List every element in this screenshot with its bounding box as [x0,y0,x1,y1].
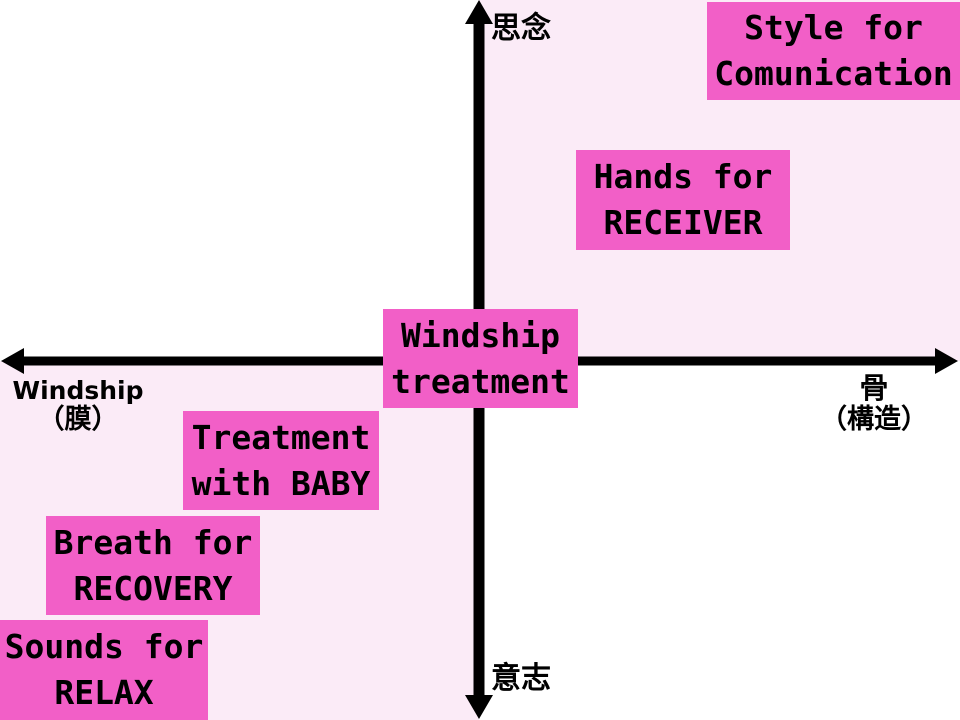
axis-label-left-line1: Windship [12,376,144,405]
axis-label-left-line2: （膜） [37,404,119,435]
box-windship-treatment: Windship treatment [383,309,578,408]
box-text-line: Hands for [593,157,773,196]
box-breath-for-recovery: Breath for RECOVERY [46,516,260,615]
box-text-line: Treatment [191,417,371,457]
box-sounds-for-relax: Sounds for RELAX [0,620,208,720]
axis-label-bottom: 意志 [491,661,551,696]
axis-label-left: Windship （膜） [8,376,148,434]
box-text-line: Windship [401,315,560,355]
box-text-line: RECOVERY [73,568,233,608]
horizontal-axis-arrowhead-right [935,348,958,374]
axis-label-right-line2: （構造） [820,404,928,435]
box-text-line: RELAX [54,673,154,712]
axis-label-right: 骨 （構造） [818,372,930,435]
axis-label-right-line1: 骨 [859,371,889,405]
vertical-axis-arrowhead-up [465,0,493,24]
box-text-line: RECEIVER [603,203,763,242]
box-text-line: Style for [744,8,923,47]
box-text-line: Breath for [53,522,253,562]
vertical-axis-arrowhead-down [465,695,493,719]
box-text-line: Comunication [714,54,953,93]
box-hands-for-receiver: Hands for RECEIVER [576,150,790,250]
box-style-for-comunication: Style for Comunication [707,2,960,100]
box-treatment-with-baby: Treatment with BABY [183,411,379,510]
axis-label-top: 思念 [491,11,551,46]
box-text-line: treatment [391,361,570,401]
box-text-line: Sounds for [4,627,204,666]
box-text-line: with BABY [191,463,371,503]
horizontal-axis-arrowhead-left [1,348,24,374]
